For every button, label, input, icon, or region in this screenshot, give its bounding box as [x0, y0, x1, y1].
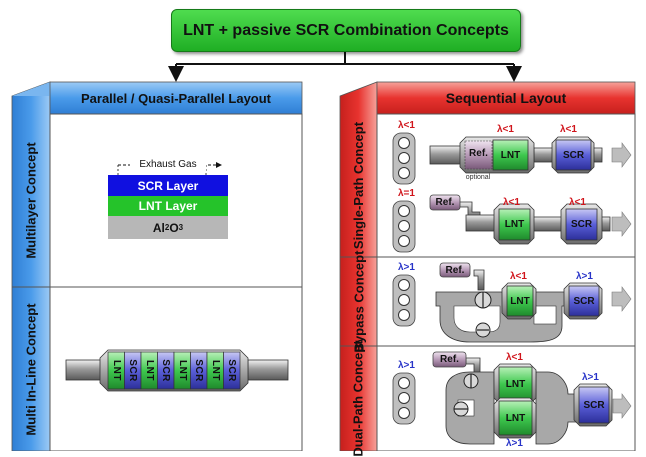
section-label-multilayer: Multilayer Concept	[23, 142, 39, 259]
inline-converter	[65, 349, 289, 392]
left-panel	[11, 81, 303, 451]
section-label-dual-path: Dual-Path Concept	[351, 340, 367, 457]
section-label-single-path: Single-Path Concept	[351, 121, 366, 250]
engine-icons	[392, 132, 416, 425]
inline-brick-label: SCR	[193, 359, 205, 382]
inline-brick-label: SCR	[226, 359, 238, 382]
lambda-single-b-engine: λ=1	[398, 188, 415, 199]
section-label-bypass: Bypass Concept	[351, 250, 366, 353]
scr-layer-label: SCR Layer	[137, 178, 199, 193]
right-panel-header: Sequential Layout	[445, 90, 567, 106]
inline-brick-label: LNT	[143, 360, 155, 381]
lambda-bypass-scr: λ>1	[576, 271, 593, 282]
lambda-bypass-lnt: λ<1	[510, 271, 527, 282]
diagram-title: LNT + passive SCR Combination Concepts	[171, 9, 521, 52]
bypass-system	[435, 262, 632, 343]
lambda-dual-bottom: λ>1	[506, 438, 523, 449]
lnt-label-dual-top: LNT	[505, 378, 526, 390]
lambda-single-a-lnt: λ<1	[497, 124, 514, 135]
lambda-single-a-scr: λ<1	[560, 124, 577, 135]
lambda-dual-lnt: λ<1	[506, 352, 523, 363]
lambda-dual-scr: λ>1	[582, 372, 599, 383]
scr-label-bypass: SCR	[573, 295, 595, 307]
lambda-bypass-engine: λ>1	[398, 262, 415, 273]
inline-brick-label: LNT	[209, 360, 221, 381]
inline-brick-label: SCR	[160, 359, 172, 382]
lambda-single-b-scr: λ<1	[569, 197, 586, 208]
optional-label: optional	[465, 174, 491, 181]
ref-label-single-a: Ref.	[469, 147, 488, 159]
lnt-label-single-a: LNT	[500, 149, 521, 161]
dual-path-system	[432, 351, 632, 445]
lnt-layer-label: LNT Layer	[138, 199, 198, 213]
section-label-multi-inline: Multi In-Line Concept	[23, 302, 39, 436]
ref-label-bypass: Ref.	[445, 264, 465, 276]
lambda-single-b-lnt: λ<1	[503, 197, 520, 208]
scr-label-single-a: SCR	[562, 149, 585, 161]
lnt-label-bypass: LNT	[510, 295, 530, 307]
lnt-label-dual-bottom: LNT	[505, 412, 526, 424]
ref-label-single-b: Ref.	[435, 197, 455, 208]
single-path-a-system	[429, 136, 632, 174]
single-path-b-system	[429, 194, 632, 245]
scr-label-dual: SCR	[583, 399, 605, 411]
inline-brick-scr	[223, 351, 241, 390]
left-panel-header: Parallel / Quasi-Parallel Layout	[80, 90, 272, 106]
lambda-single-a-engine: λ<1	[398, 120, 415, 131]
inline-brick-label: SCR	[127, 359, 139, 382]
exhaust-gas-label: Exhaust Gas	[130, 157, 206, 171]
lnt-label-single-b: LNT	[504, 219, 525, 230]
inline-brick-label: LNT	[110, 360, 122, 381]
title-connectors	[168, 51, 522, 82]
lambda-dual-engine: λ>1	[398, 360, 415, 371]
inline-brick-label: LNT	[176, 360, 188, 381]
ref-label-dual: Ref.	[440, 354, 459, 365]
scr-label-single-b: SCR	[570, 219, 593, 230]
